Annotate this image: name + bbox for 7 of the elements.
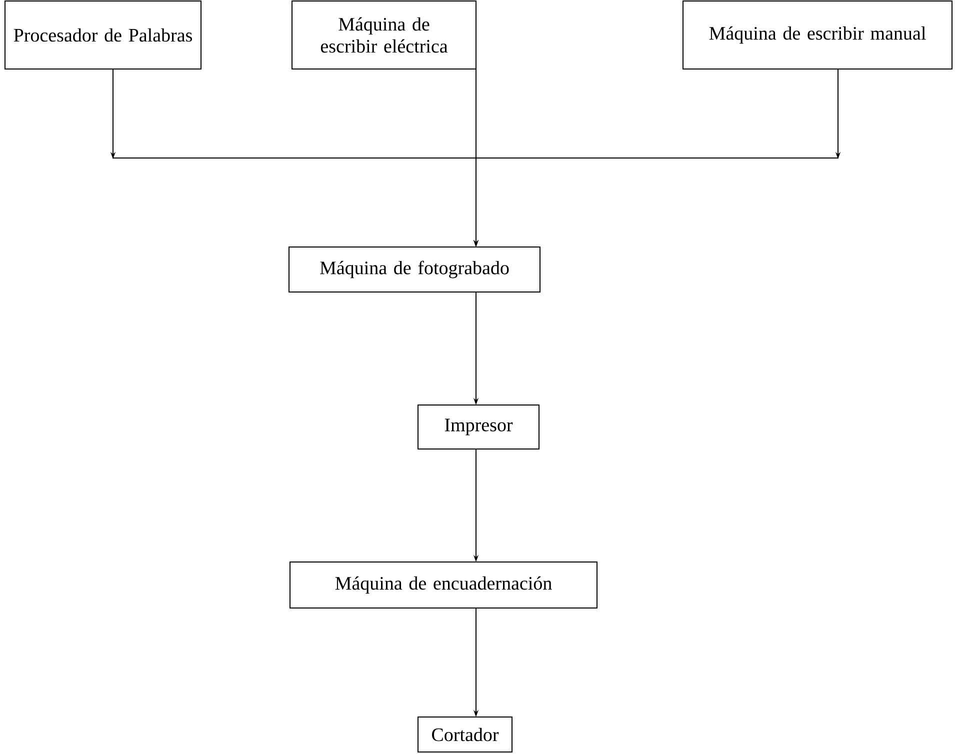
process-box: Máquina de escribir eléctrica: [292, 0, 476, 70]
process-box: Máquina de escribir manual: [682, 0, 952, 70]
process-box: Máquina de fotograbado: [288, 246, 540, 292]
process-box: Procesador de Palabras: [4, 0, 202, 70]
process-box: Impresor: [418, 404, 540, 450]
process-box: Máquina de encuadernación: [290, 562, 598, 608]
process-box: Cortador: [418, 716, 512, 752]
